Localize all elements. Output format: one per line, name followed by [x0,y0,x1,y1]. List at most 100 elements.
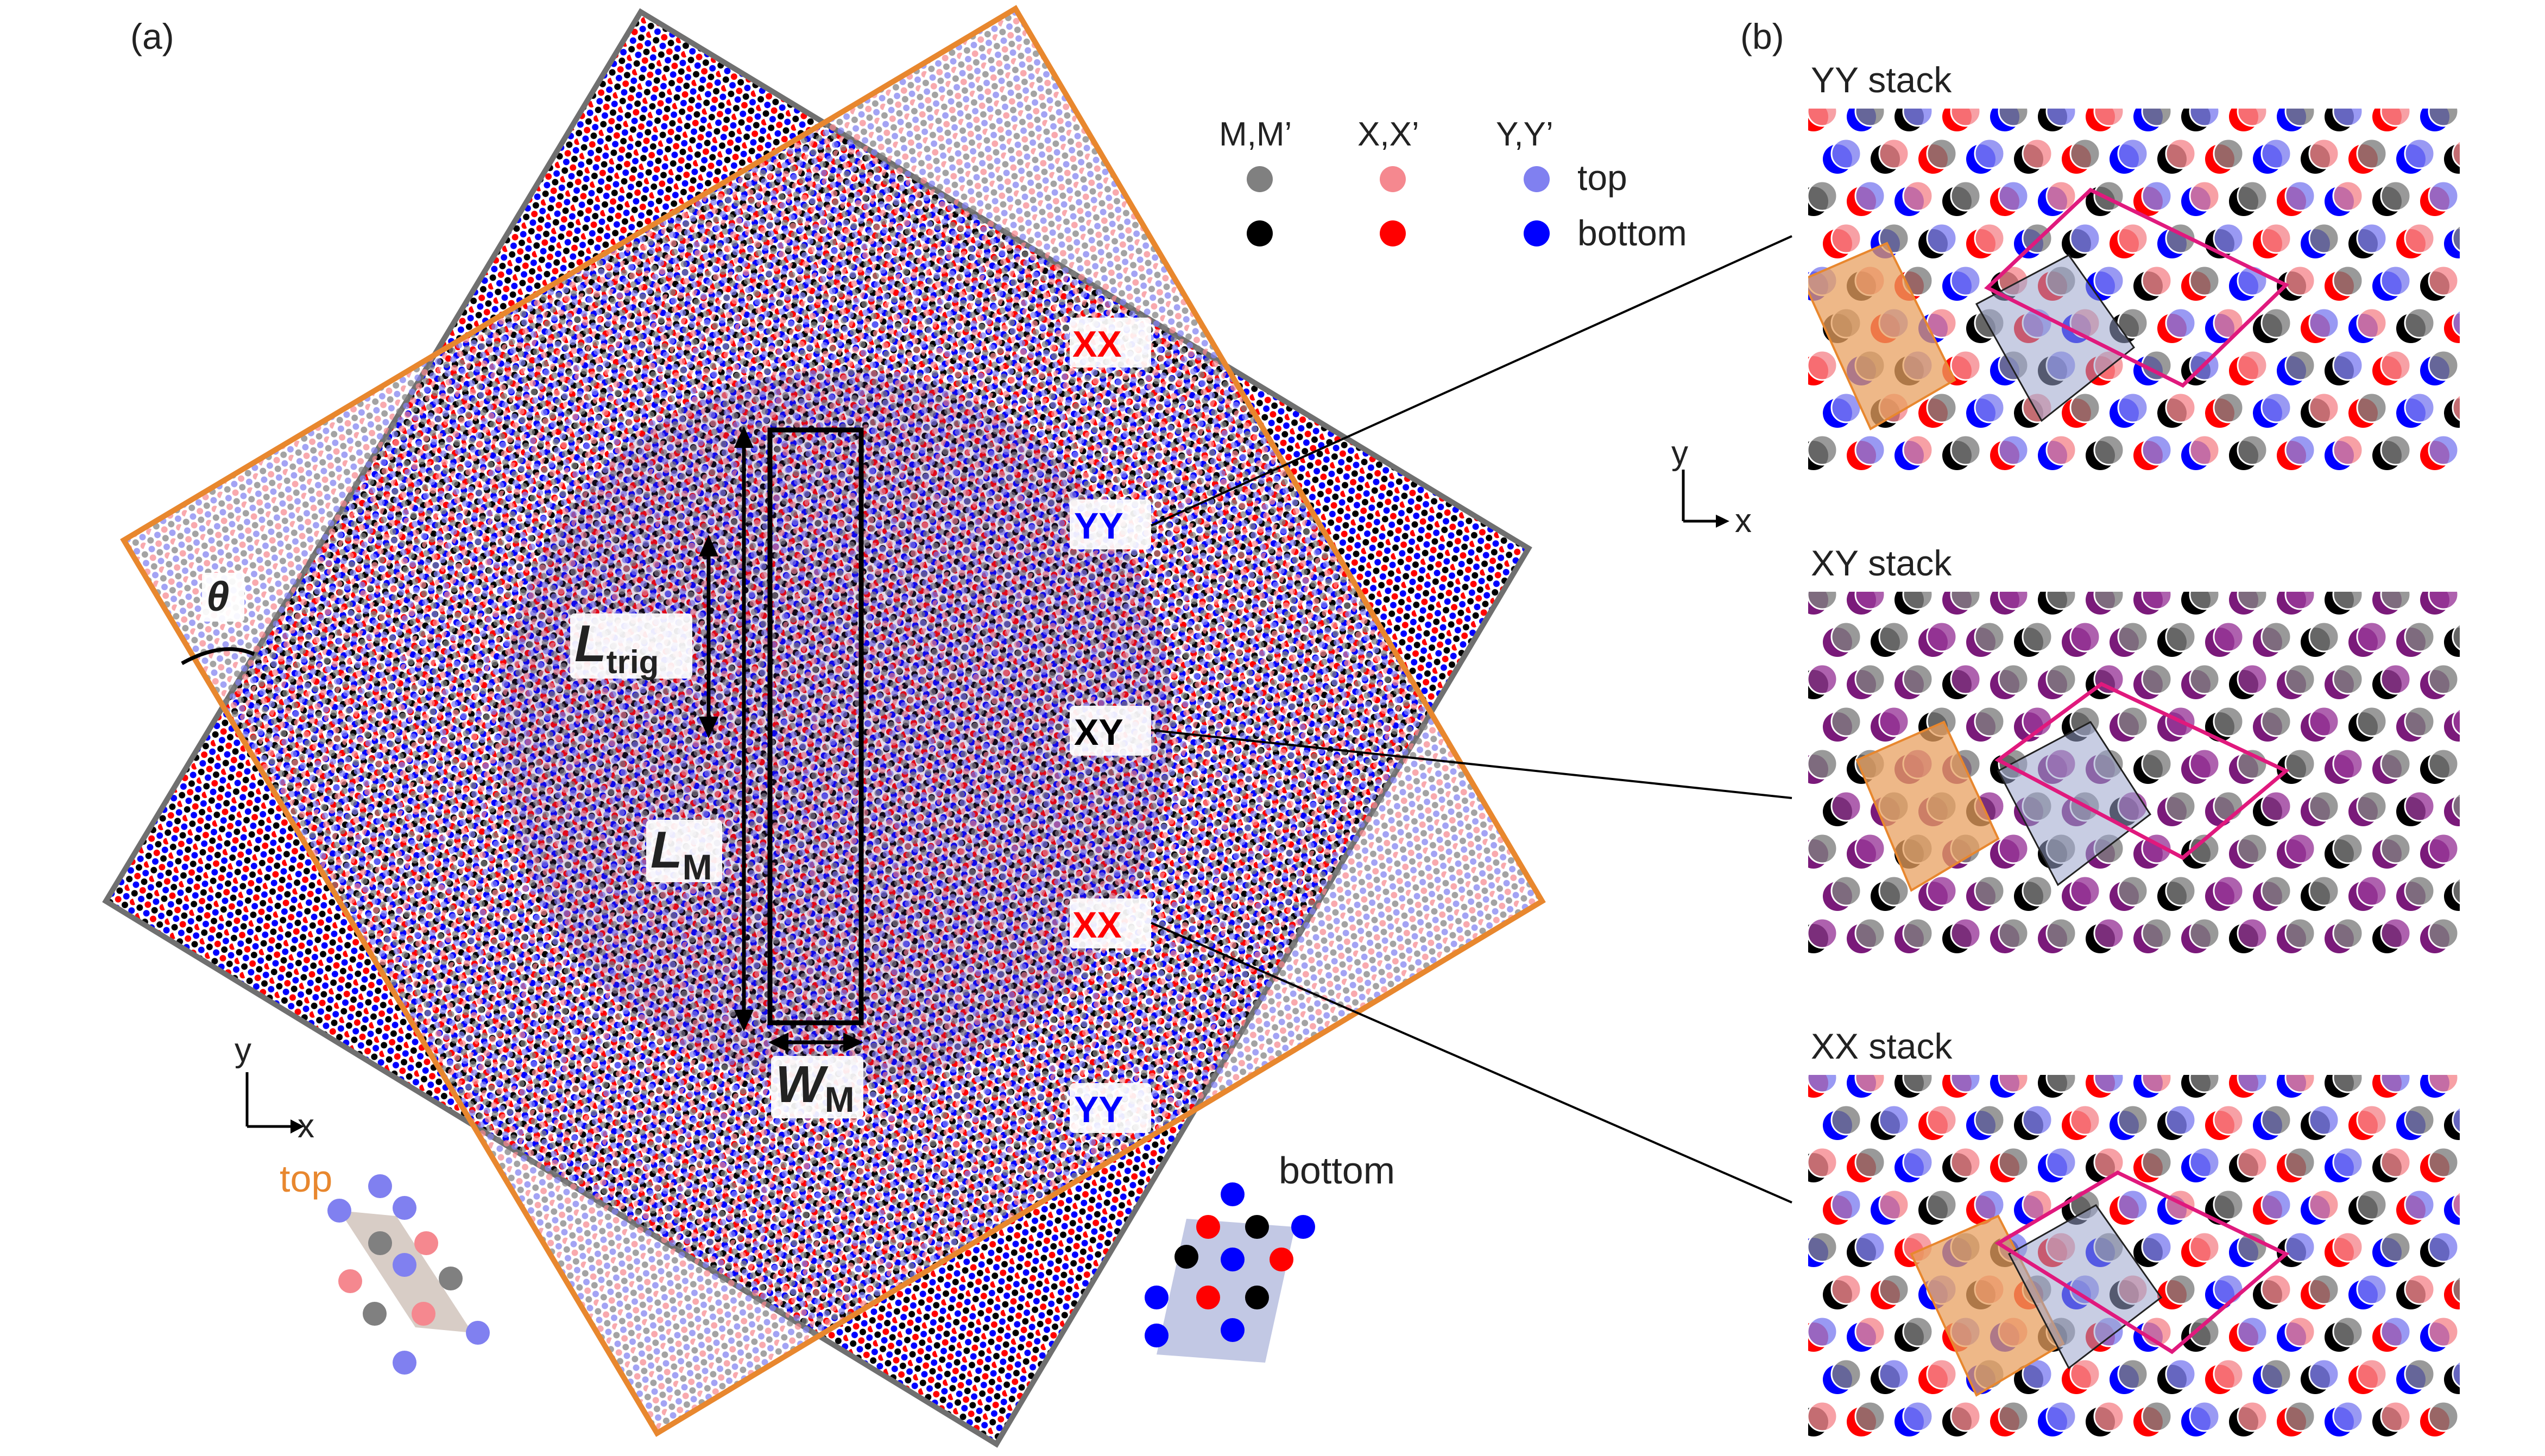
lattice-atom-top [2213,1358,2244,1390]
lattice-atom-top [1854,1231,1886,1263]
lattice-atom-top [2452,623,2460,650]
lattice-atom-top [2022,621,2053,653]
lattice-atom-top [2237,350,2268,381]
lattice-atom-top [2141,917,2173,949]
lattice-atom-top [2332,180,2364,212]
lattice-atom-top [2356,223,2388,254]
lattice-atom-top [1902,663,1934,695]
lattice-atom-top [2404,223,2435,254]
lattice-atom-top [1808,109,1838,127]
lattice-atom-top [2117,223,2149,254]
lattice-atom-top [2404,1358,2435,1390]
lattice-atom-top [2284,833,2316,864]
lattice-atom-top [2284,1401,2316,1432]
lattice-atom-top [2452,1191,2460,1218]
lattice-atom-top [2452,309,2460,337]
panel-b-label: (b) [1740,16,1784,56]
lattice-atom-top [2356,1358,2388,1390]
lattice-atom-top [2332,434,2364,466]
lattice-atom-top [2141,434,2173,466]
lattice-atom-top [2213,621,2244,653]
lattice-atom-top [2117,307,2149,339]
lattice-atom-top [2428,1316,2459,1347]
lattice-atom-top [1830,621,1862,653]
lattice-atom-top [2452,394,2460,421]
stack-title-yy: YY stack [1811,60,1952,100]
lattice-atom-top [2284,1075,2316,1093]
lattice-atom-top [2308,223,2340,254]
lattice-atom-top [2332,833,2364,864]
lattice-atom-top [1854,1075,1886,1093]
lattice-atom-top [1950,350,1981,381]
lattice-atom-top [2356,790,2388,822]
lattice-atom-top [1854,917,1886,949]
lattice-atom-top [1830,1358,1862,1390]
lattice-atom-top [2380,748,2411,780]
axes-icon-b: y x [1671,434,1752,540]
lattice-atom-top [2237,1316,2268,1347]
lattice-atom-top [2117,1189,2149,1220]
lattice-atom-top [2165,790,2196,822]
lattice-atom-top [1974,621,2005,653]
lattice-atom-top [2308,1358,2340,1390]
lattice-atom-top [2428,434,2459,466]
lattice-atom-top [2284,748,2316,780]
lattice-atom-top [2428,1231,2459,1263]
lattice-atom-top [2260,307,2292,339]
lattice-atom-top [2189,180,2220,212]
region-label-xy: XY [1074,712,1123,753]
lattice-atom-top [2284,350,2316,381]
leader-line-xx [1151,922,1792,1204]
lattice-atom-top [1998,663,2029,695]
lattice-atom-top [2260,392,2292,423]
svg-text:x: x [298,1107,314,1145]
lattice-atom-top [1950,1401,1981,1432]
lattice-atom-top [1902,434,1934,466]
lattice-atom-top [1998,833,2029,864]
lattice-atom-top [2045,917,2077,949]
lattice-atom-top [1950,109,1981,127]
lattice-atom-top [2452,708,2460,735]
lattice-atom-top [2452,1360,2460,1388]
svg-text:x: x [1735,502,1752,540]
lattice-atom-top [2428,917,2459,949]
l-trig-label: Ltrig [574,615,659,680]
lattice-atom-top [2428,1147,2459,1178]
lattice-atom-top [2165,875,2196,907]
lattice-atom-top [2452,793,2460,820]
lattice-atom-top [2093,663,2125,695]
lattice-atom-top [2237,592,2268,610]
lattice-atom-top [2022,138,2053,169]
lattice-atom-top [1998,917,2029,949]
stack-title-xx: XX stack [1811,1026,1953,1066]
panel-a-label: (a) [130,16,174,56]
lattice-atom-top [2308,1189,2340,1220]
lattice-atom-top [2332,748,2364,780]
lattice-atom-top [1808,350,1838,381]
lattice-atom-top [2165,392,2196,423]
moire-center-haze [500,369,1173,1086]
lattice-atom-top [2308,621,2340,653]
lattice-atom-top [2189,1231,2220,1263]
lattice-atom-top [1926,1189,1957,1220]
lattice-atom-top [2069,138,2101,169]
lattice-atom-top [1950,434,1981,466]
lattice-atom-top [2308,1104,2340,1136]
lattice-atom-top [1926,392,1957,423]
legend-col-y: Y,Y’ [1496,116,1553,153]
lattice-atom-top [2428,109,2459,127]
lattice-atom-top [2260,790,2292,822]
lattice-atom-top [1998,180,2029,212]
lattice-atom-top [2141,592,2173,610]
lattice-atom-top [2141,663,2173,695]
moire-cell-rect [767,427,864,1025]
lattice-atom-top [2069,875,2101,907]
w-m-label: WM [775,1055,855,1119]
lattice-atom-top [2260,706,2292,737]
lattice-atom-top [2380,109,2411,127]
lattice-atom-top [1998,109,2029,127]
lattice-atom-top [2380,592,2411,610]
lattice-atom-top [2237,917,2268,949]
bottom-label: bottom [1279,1149,1395,1192]
lattice-atom-top [2213,790,2244,822]
